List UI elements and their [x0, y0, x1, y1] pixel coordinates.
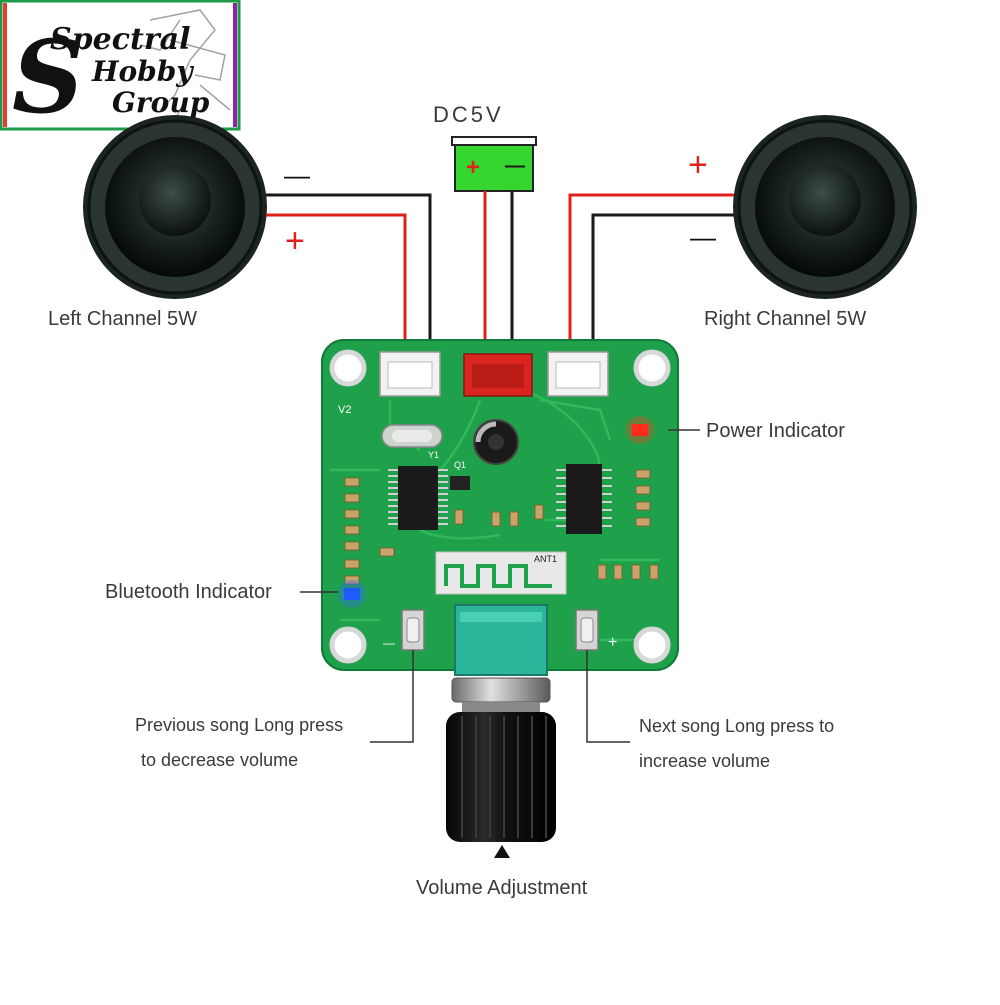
bluetooth-led [338, 580, 366, 608]
dc-power-supply [451, 136, 537, 192]
q1-label: Q1 [454, 460, 467, 470]
callout-lines [300, 429, 700, 743]
crystal-label: Y1 [428, 450, 440, 460]
antenna-label: ANT1 [534, 554, 558, 564]
crystal-oscillator [381, 424, 443, 448]
power-plus-sign: + [466, 154, 481, 181]
left-minus-sign: — [284, 160, 310, 190]
left-speaker-connector [379, 351, 441, 397]
bluetooth-indicator-label: Bluetooth Indicator [105, 581, 272, 603]
left-plus-sign: + [285, 222, 305, 260]
bluetooth-ic [388, 466, 448, 530]
board-plus-mark: + [608, 634, 618, 651]
pcb-antenna [435, 551, 567, 595]
prev-button-callout [370, 650, 414, 743]
next-button-label-line2: increase volume [639, 751, 771, 771]
mounting-holes [329, 349, 671, 664]
transistor-q1 [450, 476, 470, 490]
board-minus-mark: — [383, 636, 395, 650]
power-minus-sign: — [505, 155, 525, 177]
right-speaker-icon [733, 115, 917, 299]
logo-text-hobby: Hobby [92, 55, 193, 88]
next-button-label-line1: Next song Long press to [639, 716, 835, 736]
volume-adjustment-label: Volume Adjustment [416, 877, 588, 899]
power-connector [463, 353, 533, 397]
left-channel-label: Left Channel 5W [48, 308, 197, 330]
potentiometer-body [454, 604, 548, 676]
board-version-label: V2 [338, 404, 352, 416]
prev-button-label-line2: to decrease volume [141, 750, 299, 770]
logo-big-s: S [12, 18, 84, 136]
prev-button-label-line1: Previous song Long press [135, 715, 344, 735]
left-speaker-icon [83, 115, 267, 299]
left-plus-wire [266, 213, 407, 345]
right-channel-label: Right Channel 5W [704, 308, 867, 330]
volume-knob[interactable] [446, 677, 556, 858]
left-minus-wire [266, 193, 432, 345]
previous-button[interactable] [401, 609, 425, 651]
logo-text-spectral: Spectral [50, 22, 191, 57]
smd-components [344, 469, 659, 585]
amplifier-ic [556, 464, 612, 534]
logo: S [0, 0, 241, 136]
volume-arrow-icon [494, 845, 510, 858]
power-led [626, 416, 654, 444]
power-indicator-label: Power Indicator [706, 420, 845, 442]
right-minus-wire [591, 213, 734, 345]
wires [266, 191, 734, 355]
right-minus-sign: — [690, 222, 716, 252]
logo-text-group: Group [112, 86, 210, 119]
right-plus-sign: + [688, 146, 708, 184]
right-plus-wire [568, 193, 734, 345]
next-button[interactable] [575, 609, 599, 651]
right-speaker-connector [547, 351, 609, 397]
pcb-board [321, 339, 679, 676]
next-button-callout [586, 650, 630, 743]
dc5v-label: DC5V [433, 102, 504, 127]
electrolytic-capacitor [473, 419, 519, 465]
